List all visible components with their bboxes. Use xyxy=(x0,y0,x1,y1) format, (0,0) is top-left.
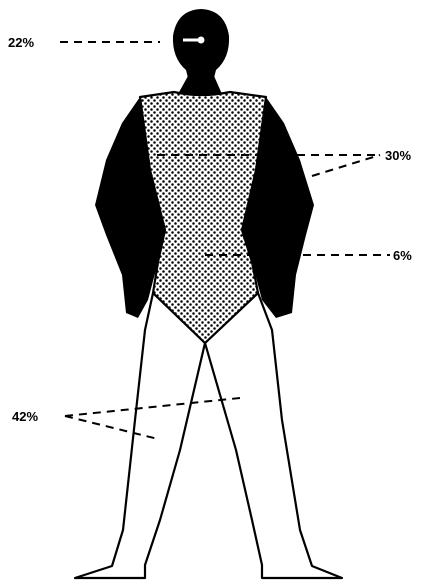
head-percent-label: 22% xyxy=(8,35,34,50)
neck-region xyxy=(178,76,222,94)
abdomen-percent-label: 6% xyxy=(393,248,412,263)
head-marker-dot xyxy=(198,37,205,44)
chest-arms-percent-label: 30% xyxy=(385,148,411,163)
legs-percent-label: 42% xyxy=(12,409,38,424)
arm-leader-line xyxy=(312,155,380,176)
